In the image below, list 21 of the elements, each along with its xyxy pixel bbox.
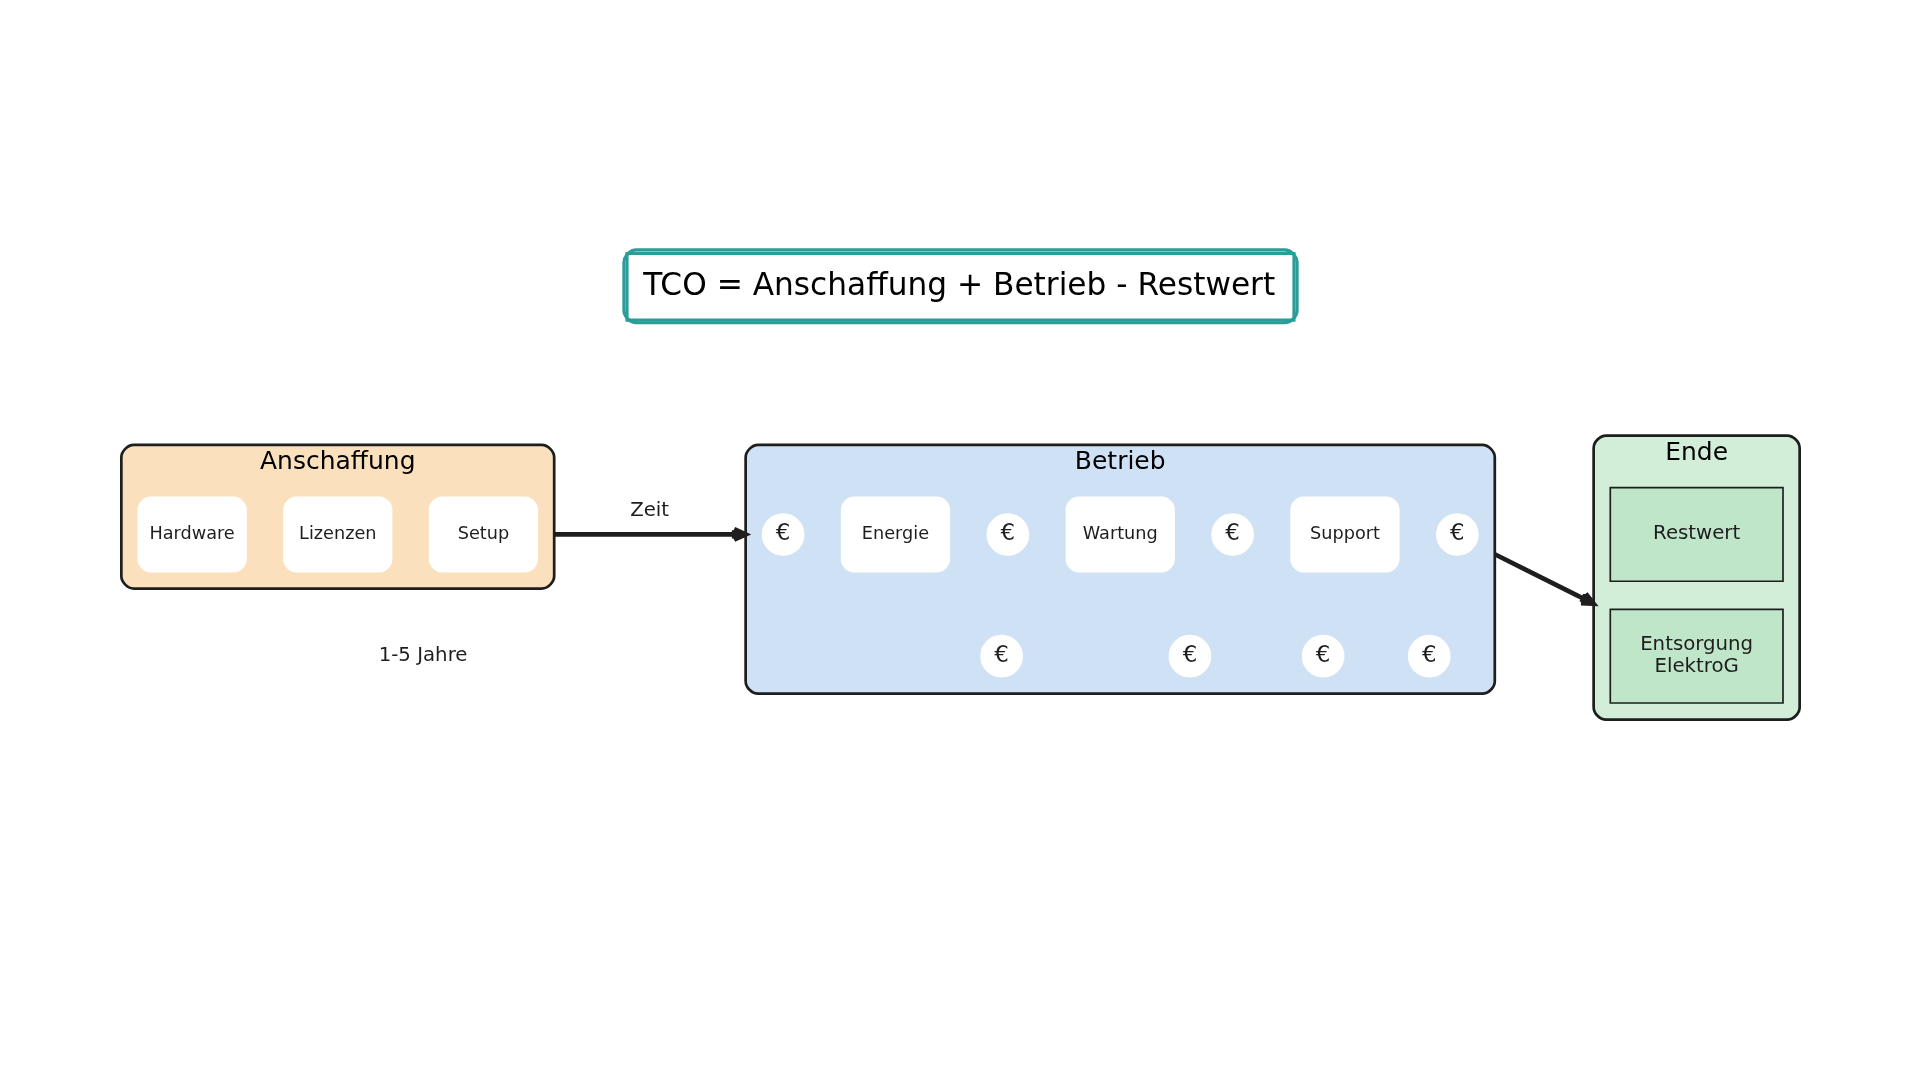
node-circle: € <box>1210 513 1254 556</box>
node-box: Support <box>1289 496 1400 573</box>
node-box: Hardware <box>136 496 247 573</box>
diagram-title: TCO = Anschaffung + Betrieb - Restwert <box>642 265 1275 302</box>
edge-label: Zeit <box>629 498 669 522</box>
node-circle: € <box>1407 634 1451 678</box>
arrow <box>553 526 748 543</box>
node-box: Setup <box>428 496 538 573</box>
node-circle: € <box>979 634 1023 678</box>
arrow <box>1493 552 1596 606</box>
node-box: Lizenzen <box>282 496 392 573</box>
node-circle: € <box>986 513 1029 556</box>
node-circle: € <box>1435 513 1479 556</box>
label: 1-5 Jahre <box>378 643 467 667</box>
node-circle: € <box>761 513 804 556</box>
node-box: Wartung <box>1065 496 1175 573</box>
node-circle: € <box>1168 634 1211 678</box>
node-box: Entsorgung ElektroG <box>1608 608 1784 704</box>
node-box: Restwert <box>1608 486 1784 583</box>
node-circle: € <box>1301 634 1344 678</box>
node-box: Energie <box>840 496 950 573</box>
